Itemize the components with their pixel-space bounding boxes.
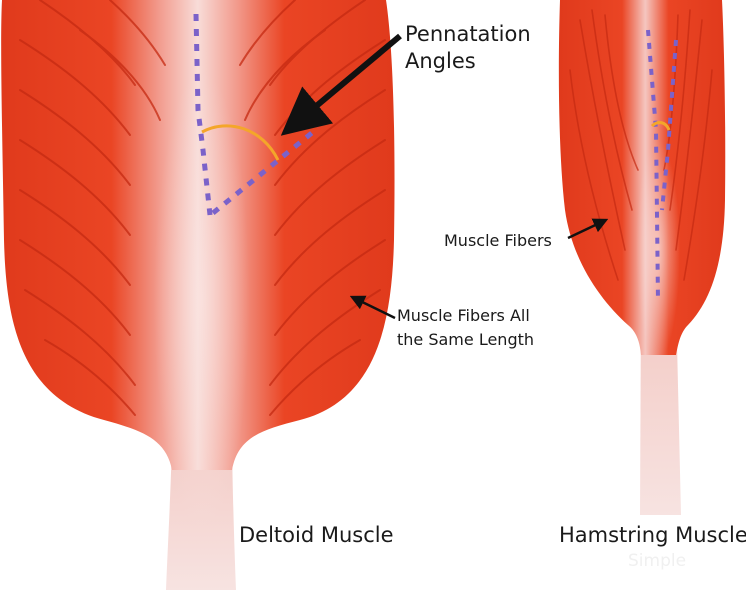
muscle-fibers-all-same-length-line2: the Same Length — [397, 330, 534, 349]
hamstring-muscle-fibers-label: Muscle Fibers — [444, 231, 552, 250]
hamstring-muscle — [559, 0, 725, 515]
pennatation-angles-label-line1: Pennatation — [405, 22, 531, 46]
hamstring-faded-subcaption: Simple — [628, 551, 686, 571]
muscle-fibers-all-same-length-line1: Muscle Fibers All — [397, 306, 530, 325]
hamstring-muscle-caption: Hamstring Muscle — [559, 523, 746, 547]
pennatation-angles-label-line2: Angles — [405, 49, 476, 73]
deltoid-muscle-caption: Deltoid Muscle — [239, 523, 394, 547]
